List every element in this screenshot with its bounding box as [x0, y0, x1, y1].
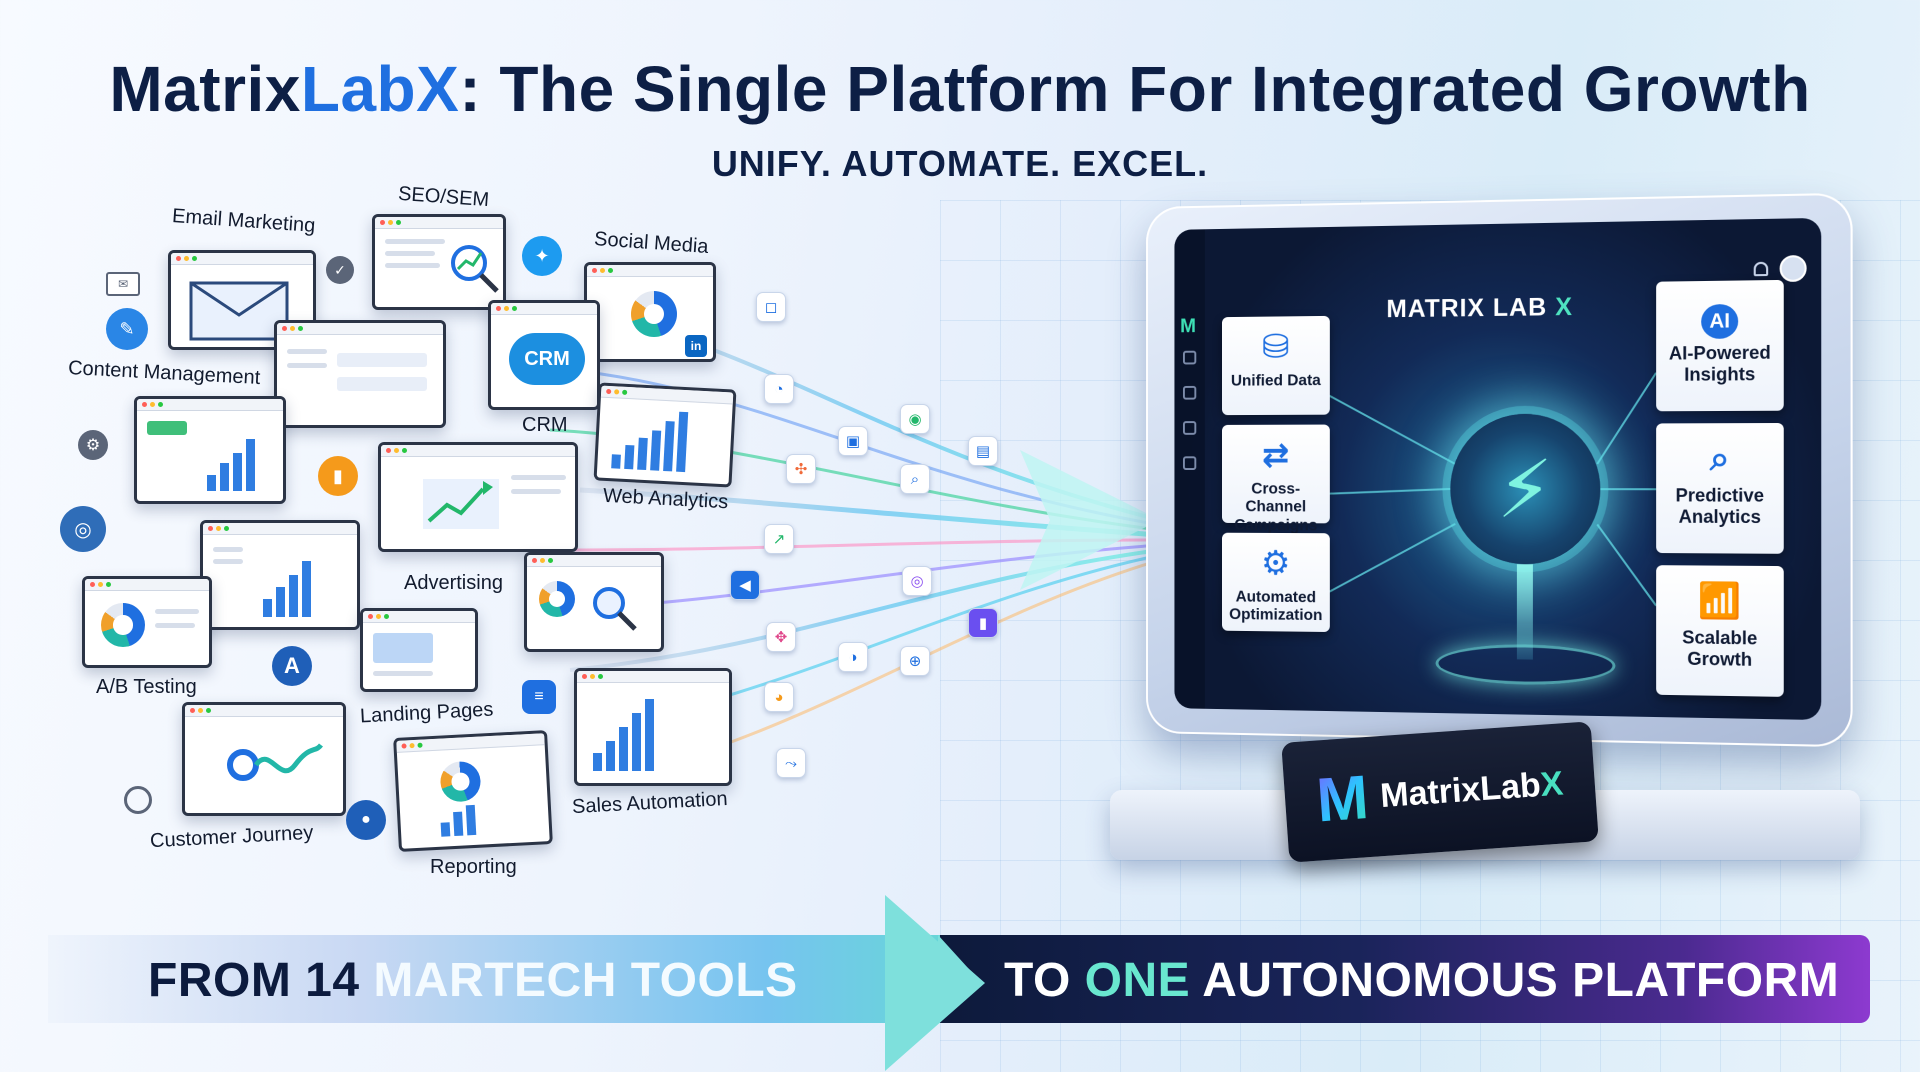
journey-path-icon — [227, 743, 323, 781]
linkedin-icon: in — [685, 335, 707, 357]
growth-chip-icon: ↗ — [764, 524, 794, 554]
crm-card: CRM — [488, 300, 600, 410]
ab-badge-icon: A — [272, 646, 312, 686]
feature-scalable-growth: 📶 Scalable Growth — [1656, 565, 1784, 697]
team-icon: ● — [346, 800, 386, 840]
growth-bars-icon: 📶 — [1697, 581, 1742, 621]
feature-cross-channel-campaigns: ⇄ Cross-Channel Campaigns — [1222, 424, 1330, 534]
photo-chip-icon: ▣ — [838, 426, 868, 456]
advertising-card — [378, 442, 578, 552]
growth-chart-icon — [423, 479, 499, 529]
sync-arrows-icon: ⇄ — [1261, 436, 1290, 474]
check-icon: ✓ — [326, 256, 354, 284]
feature-automated-optimization: ⚙ Automated Optimization — [1222, 532, 1330, 633]
banner-left-text: FROM 14 MARTECH TOOLS — [148, 954, 798, 1007]
edit-icon: ✎ — [106, 308, 148, 350]
radar-chip-icon: ◎ — [902, 566, 932, 596]
search-chip-icon: ⌕ — [900, 464, 930, 494]
twitter-icon: ✦ — [522, 236, 562, 276]
tool-label-email-marketing: Email Marketing — [171, 205, 317, 237]
donut-chip-icon: ◑ — [838, 642, 868, 672]
crm-cloud-icon: CRM — [509, 333, 585, 385]
sales-automation-card — [574, 668, 732, 786]
ai-lightbulb-icon: AI — [1656, 296, 1784, 339]
tool-label-reporting: Reporting — [430, 856, 517, 878]
trend-chip-icon: ⤳ — [776, 748, 806, 778]
gear-optimization-icon: ⚙ — [1261, 544, 1291, 583]
tool-label-advertising: Advertising — [404, 572, 503, 594]
social-media-card: in — [584, 262, 716, 362]
monitor-screen: M MATRIX LAB X ⚡ ⛁ Unified Da — [1174, 217, 1822, 721]
content-management-card — [274, 320, 446, 428]
web-analytics-card — [593, 382, 737, 488]
pie-chart-icon: ◔ — [764, 374, 794, 404]
chat-icon: ◻ — [756, 292, 786, 322]
mail-outline-icon: ✉ — [106, 272, 140, 296]
tool-label-ab-testing: A/B Testing — [96, 676, 197, 698]
dial-chip-icon: ◕ — [764, 682, 794, 712]
analytics-dashboard-card — [134, 396, 286, 504]
tool-label-content-management: Content Management — [67, 356, 261, 390]
network-chip-icon: ✣ — [786, 454, 816, 484]
nodes-chip-icon: ✥ — [766, 622, 796, 652]
banner-right-text: TO ONE AUTONOMOUS PLATFORM — [1004, 954, 1840, 1007]
predictive-magnifier-icon: ⌕ — [1709, 439, 1730, 479]
banner-left-band — [48, 935, 948, 1023]
customer-journey-card — [182, 702, 346, 816]
magnifier-icon — [593, 587, 637, 631]
document-icon: ≡ — [522, 680, 556, 714]
lightning-core-icon: ⚡ — [1450, 413, 1601, 565]
landing-pages-card — [360, 608, 478, 692]
feature-unified-data: ⛁ Unified Data — [1222, 315, 1330, 416]
platform-monitor: M MATRIX LAB X ⚡ ⛁ Unified Da — [1146, 192, 1853, 748]
compass-chip-icon: ⊕ — [900, 646, 930, 676]
banner-arrow-icon — [885, 895, 985, 1071]
search-card — [524, 552, 664, 652]
reporting-card — [393, 730, 553, 852]
seo-sem-card — [372, 214, 506, 310]
purple-chart-chip-icon: ▮ — [968, 608, 998, 638]
target-icon: ◎ — [60, 506, 106, 552]
brand-monogram-logo: M — [1314, 762, 1371, 836]
tagline: UNIFY. AUTOMATE. EXCEL. — [711, 143, 1209, 184]
title-brand-highlight: LabX — [300, 53, 460, 125]
database-icon: ⛁ — [1261, 328, 1290, 366]
magnifier-chart-icon — [451, 245, 499, 293]
banner-right-band — [938, 935, 1870, 1023]
trend-card — [200, 520, 360, 630]
chart-chip-icon: ▤ — [968, 436, 998, 466]
target-chip-icon: ◉ — [900, 404, 930, 434]
envelope-icon — [189, 281, 289, 341]
flow-arrow-icon — [1020, 450, 1160, 590]
email-marketing-card — [168, 250, 316, 350]
tool-label-customer-journey: Customer Journey — [149, 821, 314, 853]
brand-name: MatrixLabX — [1378, 763, 1565, 815]
tool-label-crm: CRM — [522, 414, 568, 436]
ab-testing-card — [82, 576, 212, 668]
feature-predictive-analytics: ⌕ Predictive Analytics — [1656, 422, 1784, 554]
brand-badge: M MatrixLabX — [1281, 721, 1599, 863]
megaphone-chip-icon: ◀ — [730, 570, 760, 600]
search-outline-icon — [124, 786, 152, 814]
tool-label-seo-sem: SEO/SEM — [397, 182, 490, 212]
gear-icon: ⚙ — [78, 430, 108, 460]
page-title: MatrixLabX: The Single Platform For Inte… — [109, 53, 1811, 125]
bar-chart-icon: ▮ — [318, 456, 358, 496]
feature-ai-powered-insights: AI AI-Powered Insights — [1656, 279, 1784, 412]
tool-label-landing-pages: Landing Pages — [359, 698, 494, 728]
